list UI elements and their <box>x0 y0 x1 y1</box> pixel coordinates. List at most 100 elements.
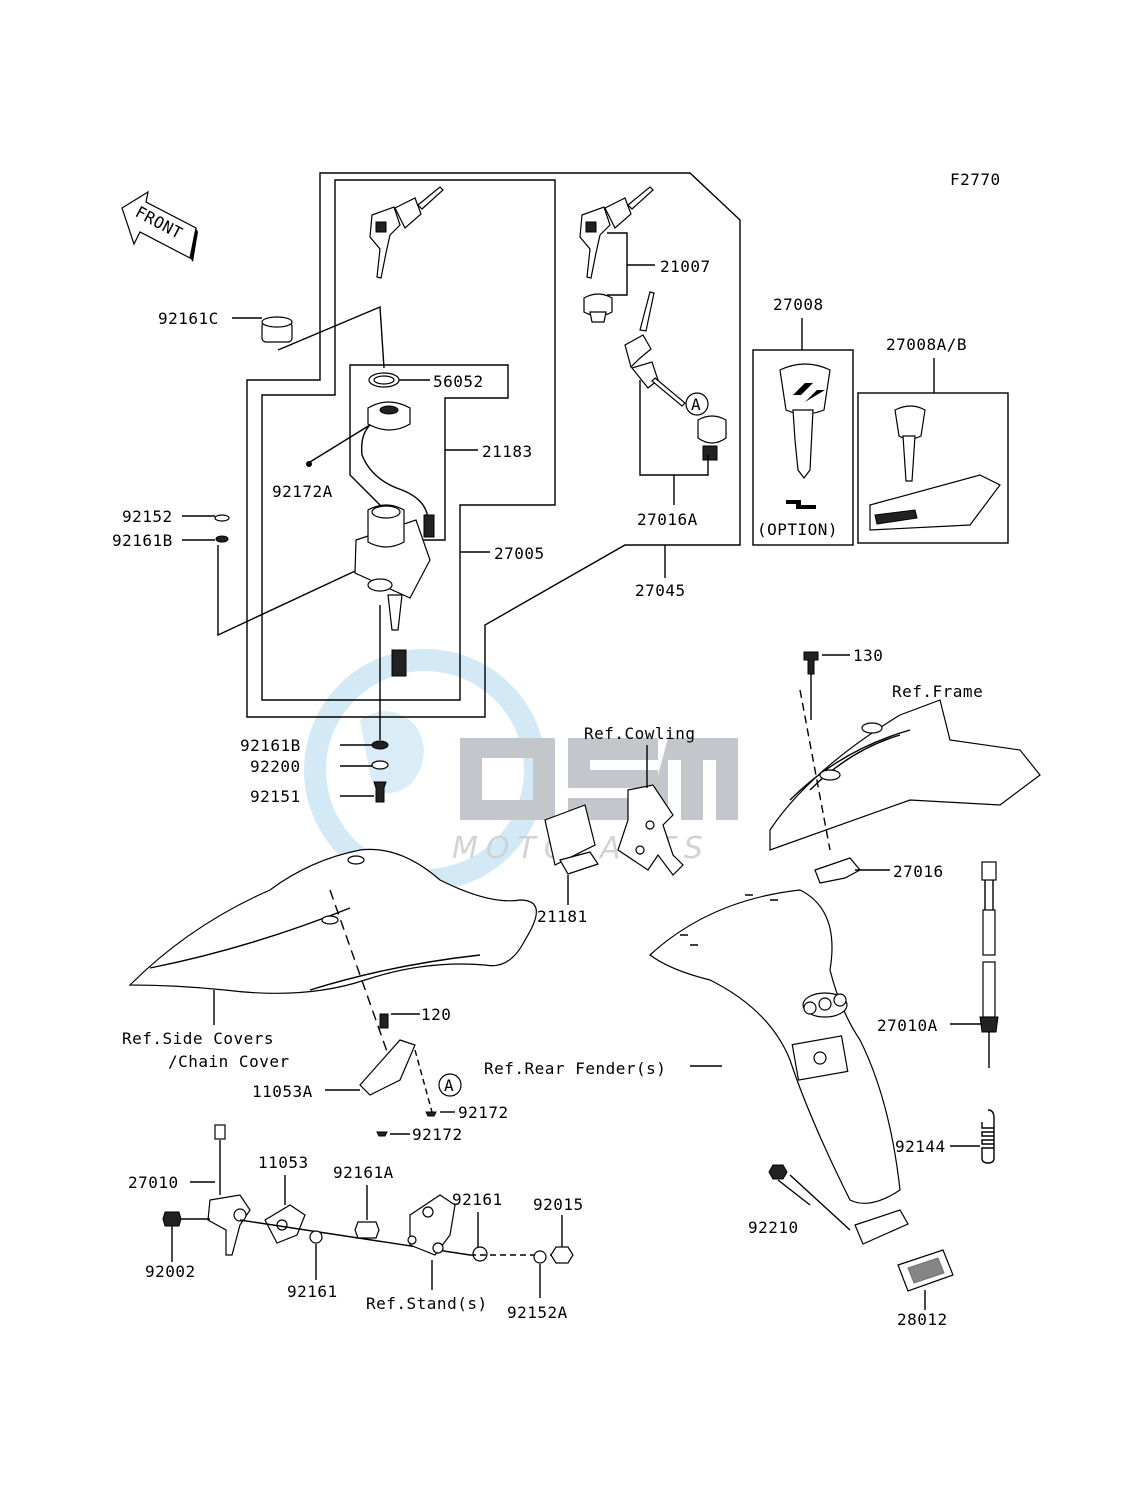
nut-92210 <box>768 1164 788 1180</box>
kit-outline-27045 <box>246 172 741 718</box>
screw-92172-b <box>376 1131 388 1137</box>
kit-outline-92161C-leader <box>277 305 385 369</box>
label-27008: 27008 <box>773 295 824 314</box>
switch-boot <box>367 401 411 431</box>
label-11053A: 11053A <box>252 1082 313 1101</box>
lock-cylinder-cap <box>583 293 613 323</box>
label-130: 130 <box>853 646 883 665</box>
bolt-92151 <box>373 781 387 803</box>
label-120: 120 <box>421 1005 451 1024</box>
label-92161-right: 92161 <box>452 1190 503 1209</box>
label-27045: 27045 <box>635 581 686 600</box>
figure-code: F2770 <box>950 170 1001 189</box>
washer-92152A <box>533 1250 547 1264</box>
watermark: MOTOPARTS <box>304 649 738 891</box>
option-key-box-27008 <box>752 349 854 546</box>
svg-text:A: A <box>691 395 701 414</box>
screw-92172-a <box>425 1111 437 1117</box>
label-92210: 92210 <box>748 1218 799 1237</box>
kit-outline-21183 <box>349 364 509 541</box>
spring-92144 <box>981 1109 995 1164</box>
collar-92161A <box>354 1221 380 1239</box>
washer-92161-right <box>472 1246 488 1262</box>
label-92161C: 92161C <box>158 309 219 328</box>
label-chain-cover: /Chain Cover <box>168 1052 290 1071</box>
washer-92161B-top <box>215 535 229 543</box>
leader-21007 <box>607 232 655 296</box>
label-27016A: 27016A <box>637 510 698 529</box>
front-arrow-icon: FRONT <box>121 190 198 262</box>
label-27008AB: 27008A/B <box>886 335 967 354</box>
nut-92015 <box>550 1246 574 1264</box>
stand-bracket <box>407 1194 456 1256</box>
label-27010: 27010 <box>128 1173 179 1192</box>
callout-A-top: A <box>685 392 709 416</box>
callout-A-bottom: A <box>438 1073 462 1097</box>
key-set-27016A <box>624 291 727 461</box>
label-92144: 92144 <box>895 1137 946 1156</box>
bolt-92002 <box>162 1211 182 1227</box>
watermark-continent <box>360 711 424 793</box>
fender-screws <box>680 894 778 946</box>
screw-120 <box>379 1013 389 1029</box>
screw-92172A <box>306 461 312 467</box>
label-27016: 27016 <box>893 862 944 881</box>
option-symbol-icon <box>786 500 816 509</box>
label-21181: 21181 <box>537 907 588 926</box>
washer-92161-left <box>309 1230 323 1244</box>
side-cover <box>128 848 537 994</box>
label-27010A: 27010A <box>877 1016 938 1035</box>
kit-outline-27005 <box>261 179 556 701</box>
washer-92161B-mid <box>371 740 389 750</box>
frame-bracket <box>769 699 1041 851</box>
label-92151: 92151 <box>250 787 301 806</box>
key-set-top-left <box>369 186 444 279</box>
label-56052: 56052 <box>433 372 484 391</box>
kit-outline-92161B-leader <box>217 545 369 637</box>
key-set-21007 <box>579 186 654 279</box>
label-92002: 92002 <box>145 1262 196 1281</box>
switch-27010A <box>979 861 999 1068</box>
key-box-27008AB <box>857 392 1009 544</box>
kawasaki-key-27008 <box>779 363 831 479</box>
bracket-11053 <box>264 1204 306 1244</box>
watermark-logo <box>460 738 738 820</box>
bracket-11053A <box>359 1039 416 1096</box>
label-ref-cowling: Ref.Cowling <box>584 724 695 743</box>
label-21007: 21007 <box>660 257 711 276</box>
label-ref-stand: Ref.Stand(s) <box>366 1294 488 1313</box>
label-92172A: 92172A <box>272 482 333 501</box>
label-92200: 92200 <box>250 757 301 776</box>
blank-key-27008AB <box>894 405 926 482</box>
svg-text:A: A <box>444 1076 454 1095</box>
cowling-bracket <box>617 784 684 876</box>
label-92161-left: 92161 <box>287 1282 338 1301</box>
wire-21183 <box>360 424 429 521</box>
label-ref-frame: Ref.Frame <box>892 682 983 701</box>
relay-21181 <box>544 804 599 875</box>
switch-27010 <box>207 1124 251 1256</box>
connector-21183 <box>423 514 435 538</box>
label-ref-rear-fender: Ref.Rear Fender(s) <box>484 1059 666 1078</box>
rear-fender <box>649 889 909 1245</box>
label-option: (OPTION) <box>757 520 838 539</box>
washer-92152 <box>214 514 230 522</box>
label-92161B-mid: 92161B <box>240 736 301 755</box>
label-27005: 27005 <box>494 544 545 563</box>
ignition-switch <box>354 504 431 677</box>
label-92152: 92152 <box>122 507 173 526</box>
label-92172-b: 92172 <box>412 1125 463 1144</box>
label-ref-side-covers: Ref.Side Covers <box>122 1029 274 1048</box>
label-92015: 92015 <box>533 1195 584 1214</box>
label-92161A: 92161A <box>333 1163 394 1182</box>
label-92161B-top: 92161B <box>112 531 173 550</box>
label-92172-a: 92172 <box>458 1103 509 1122</box>
label-28012: 28012 <box>897 1310 948 1329</box>
label-92152A: 92152A <box>507 1303 568 1322</box>
washer-92200 <box>371 760 389 770</box>
label-21183: 21183 <box>482 442 533 461</box>
clip-27016 <box>814 857 861 884</box>
bolt-130 <box>803 651 819 675</box>
